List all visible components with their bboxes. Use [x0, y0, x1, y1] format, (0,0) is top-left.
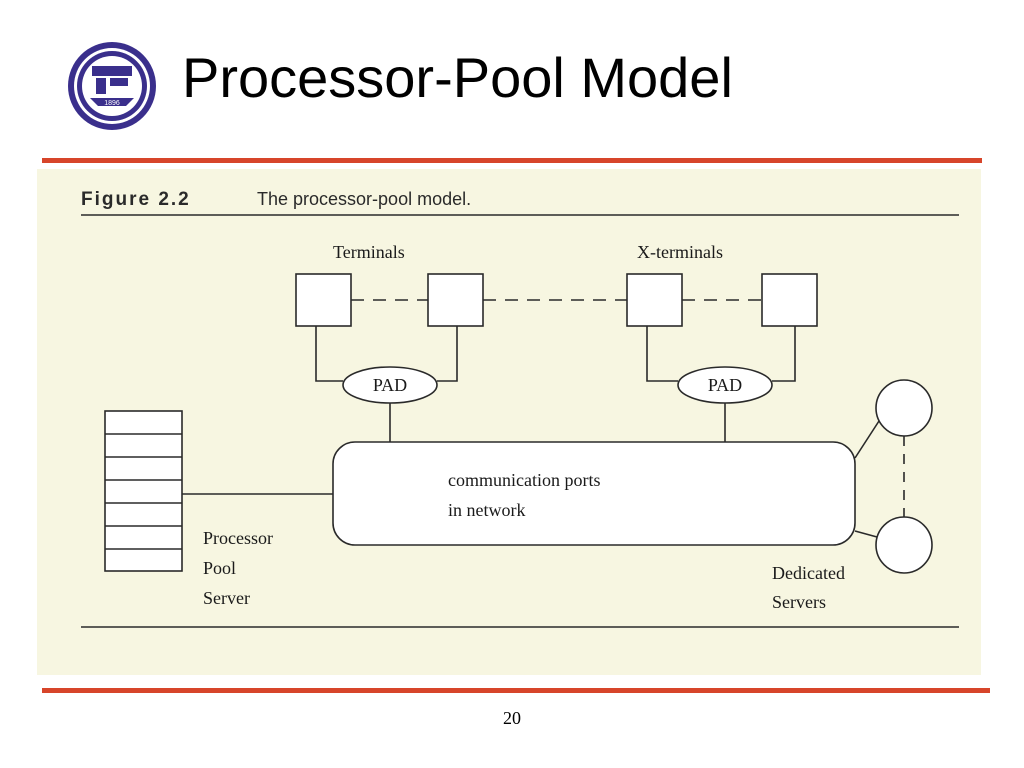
- terminal-to-pad-line: [437, 326, 458, 382]
- x-terminals-label: X-terminals: [637, 242, 723, 262]
- pool-label-line2: Pool: [203, 558, 236, 578]
- pool-label-line1: Processor: [203, 528, 273, 548]
- slide-title: Processor-Pool Model: [182, 46, 733, 109]
- terminal-box: [427, 273, 484, 327]
- seal-icon: 1896: [68, 42, 156, 130]
- bottom-divider: [42, 688, 990, 693]
- dedicated-label-line1: Dedicated: [772, 563, 845, 583]
- page-number: 20: [503, 708, 521, 728]
- pool-label-line3: Server: [203, 588, 250, 608]
- terminal-box: [295, 273, 352, 327]
- terminals-label: Terminals: [333, 242, 405, 262]
- processor-pool-stack: [104, 410, 183, 572]
- pad-left-label: PAD: [373, 375, 407, 395]
- dedicated-server-node: [875, 516, 933, 574]
- figure-panel: Figure 2.2 The processor-pool model. Ter…: [37, 169, 981, 675]
- university-seal-logo: 1896: [66, 40, 158, 132]
- x-terminal-box: [761, 273, 818, 327]
- network-to-server-line: [854, 420, 880, 459]
- figure-caption-text: The processor-pool model.: [257, 189, 471, 209]
- x-terminal-box: [626, 273, 683, 327]
- communication-network-box: [332, 441, 856, 546]
- terminal-to-pad-line: [646, 326, 678, 382]
- network-label-line2: in network: [448, 500, 525, 520]
- dedicated-label-line2: Servers: [772, 592, 826, 612]
- processor-pool-diagram: Figure 2.2 The processor-pool model. Ter…: [81, 189, 959, 628]
- pad-right-label: PAD: [708, 375, 742, 395]
- terminal-to-pad-line: [772, 326, 796, 382]
- dedicated-server-node: [875, 379, 933, 437]
- network-label-line1: communication ports: [448, 470, 600, 490]
- top-divider: [42, 158, 982, 163]
- terminal-to-pad-line: [315, 326, 343, 382]
- figure-caption-label: Figure 2.2: [81, 189, 191, 210]
- svg-text:1896: 1896: [104, 100, 120, 107]
- network-to-server-line: [854, 530, 878, 538]
